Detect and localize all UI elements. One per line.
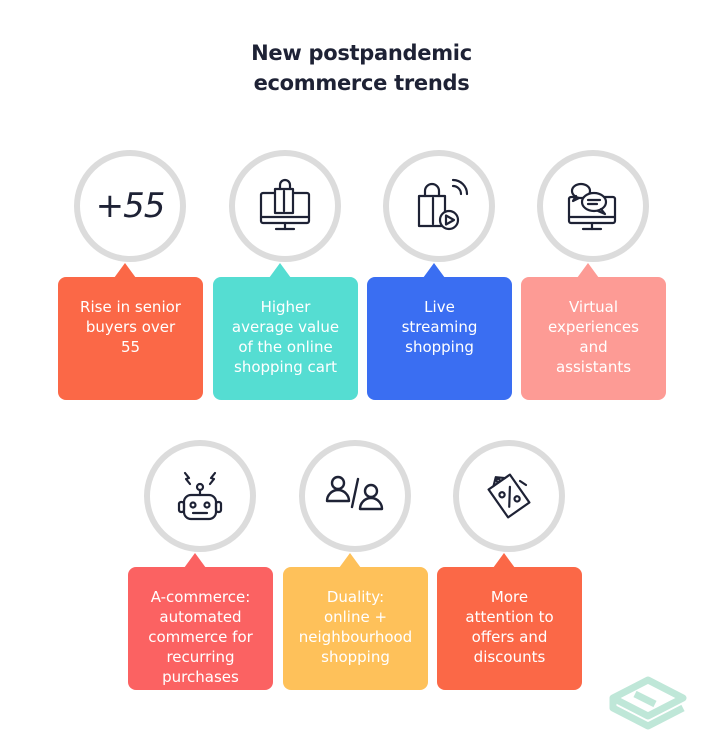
trend-label-line: of the online <box>238 338 333 356</box>
trend-label-line: shopping <box>321 648 390 666</box>
trend-label-line: Higher <box>260 298 311 316</box>
page-title: New postpandemic ecommerce trends <box>0 38 723 98</box>
trend-label-box: Virtual experiences and assistants <box>521 263 666 400</box>
trend-label-box: A-commerce: automated commerce for recur… <box>128 553 273 690</box>
trend-label-line: shopping cart <box>234 358 337 376</box>
trend-label-line: commerce for <box>148 628 253 646</box>
trend-label-box: Live streaming shopping <box>367 263 512 400</box>
trend-label-line: average value <box>231 318 340 336</box>
trend-label-box: Higher average value of the online shopp… <box>213 263 358 400</box>
discount-tag-icon <box>480 467 538 525</box>
trend-label-line: shopping <box>405 338 474 356</box>
trend-label-line: experiences <box>548 318 639 336</box>
trend-label-line: Live <box>424 298 455 316</box>
trend-icon-circle <box>144 440 256 552</box>
robot-icon <box>171 467 229 525</box>
person-slash-person-icon <box>323 467 387 525</box>
trend-label-line: discounts <box>473 648 546 666</box>
trend-icon-circle <box>299 440 411 552</box>
title-line-2: ecommerce trends <box>253 71 470 95</box>
trend-icon-circle: +55 <box>74 150 186 262</box>
trend-label-line: More <box>490 588 529 606</box>
trend-label-line: A-commerce: <box>150 588 251 606</box>
trend-label-line: neighbourhood <box>298 628 413 646</box>
trend-label-line: Duality: <box>326 588 385 606</box>
trend-icon-circle <box>453 440 565 552</box>
trend-label-line: automated <box>159 608 242 626</box>
trend-icon-circle <box>229 150 341 262</box>
brand-logo-icon <box>605 668 691 736</box>
trend-label-box: Duality: online + neighbourhood shopping <box>283 553 428 690</box>
trend-label-line: 55 <box>120 338 141 356</box>
trend-icon-circle <box>537 150 649 262</box>
chat-monitor-icon <box>564 177 622 235</box>
trend-label-box: More attention to offers and discounts <box>437 553 582 690</box>
trend-label-line: offers and <box>471 628 548 646</box>
shopping-bag-monitor-icon <box>256 177 314 235</box>
trend-label-line: and <box>579 338 608 356</box>
title-line-1: New postpandemic <box>251 41 472 65</box>
trend-label-line: Rise in senior <box>80 298 181 316</box>
trend-label-line: recurring <box>166 648 235 666</box>
trend-label-line: purchases <box>162 668 239 686</box>
trend-label-line: online + <box>323 608 388 626</box>
trend-label-line: buyers over <box>85 318 176 336</box>
trend-label-line: attention to <box>465 608 554 626</box>
trend-label-box: Rise in senior buyers over 55 <box>58 263 203 400</box>
live-stream-bag-icon <box>409 176 469 236</box>
trend-label-line: Virtual <box>568 298 618 316</box>
trend-label-line: assistants <box>555 358 632 376</box>
trend-label-line: streaming <box>401 318 478 336</box>
plus-55-text: +55 <box>95 186 166 226</box>
trend-icon-circle <box>383 150 495 262</box>
